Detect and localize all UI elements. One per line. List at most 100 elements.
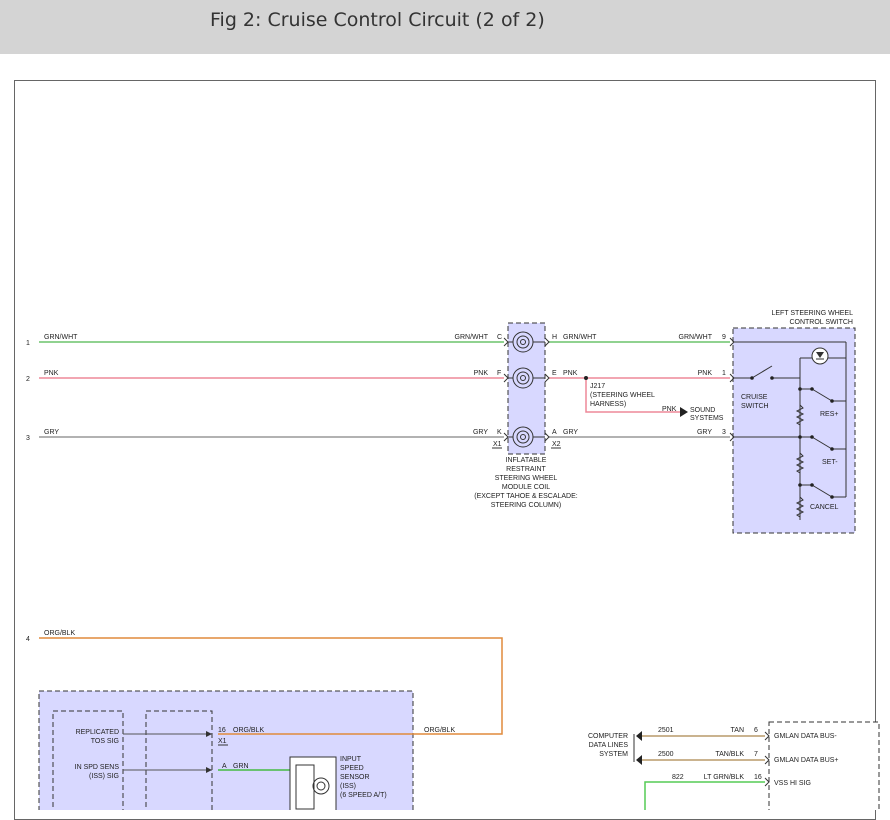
switch-cancel-label: CANCEL [810, 504, 839, 511]
wire-label-3-coil-out: GRY [563, 429, 578, 436]
sound-systems-line-1: SOUND [690, 407, 715, 414]
sensor-label-line-4: (ISS) [340, 783, 356, 790]
bus-signal-1: GMLAN DATA BUS- [774, 733, 837, 740]
figure-title: Fig 2: Cruise Control Circuit (2 of 2) [210, 9, 545, 31]
module-sig1-line-2: TOS SIG [91, 738, 119, 745]
bus-wire-label-2: TAN/BLK [715, 751, 744, 758]
coil-label-line-4: MODULE COIL [502, 484, 550, 491]
coil-connector-x1: X1 [493, 441, 502, 448]
wire-label-1-sw: GRN/WHT [679, 334, 713, 341]
coil-label-line-5: (EXCEPT TAHOE & ESCALADE: [474, 493, 578, 500]
bus-signal-3: VSS HI SIG [774, 780, 811, 787]
bus-ckt-2: 2500 [658, 751, 674, 758]
module-pin-a-wire: GRN [233, 763, 249, 770]
wire-label-2-left: PNK [44, 370, 59, 377]
bus-wire-ltgrn [644, 781, 765, 810]
module-sig2-line-2: (ISS) SIG [89, 773, 119, 780]
bus-system-line-3: SYSTEM [599, 751, 628, 758]
module-conn-x1: X1 [218, 738, 227, 745]
sound-arrow-icon [680, 407, 688, 417]
bus-system-line-2: DATA LINES [589, 742, 629, 749]
bus-ckt-3: 822 [672, 774, 684, 781]
bus-pin-2: 7 [754, 751, 758, 758]
circuit-num-1: 1 [26, 340, 30, 347]
wire-label-3-sw: GRY [697, 429, 712, 436]
bus-signal-2: GMLAN DATA BUS+ [774, 757, 839, 764]
wire-label-1-coil-out: GRN/WHT [563, 334, 597, 341]
pin-x2-1: H [552, 334, 557, 341]
bus-arrow-2-icon [636, 755, 642, 765]
splice-branch-wire: PNK [662, 406, 677, 413]
pin-x1-2: F [497, 370, 501, 377]
cruise-switch-line-1: CRUISE [741, 394, 768, 401]
sensor-label-line-2: SPEED [340, 765, 364, 772]
wire-label-3-left: GRY [44, 429, 59, 436]
module-sig2-line-1: IN SPD SENS [75, 764, 120, 771]
coil-label-line-3: STEERING WHEEL [495, 475, 558, 482]
header-bar: Fig 2: Cruise Control Circuit (2 of 2) [0, 0, 890, 54]
switch-res-label: RES+ [820, 411, 838, 418]
pin-x1-1: C [497, 334, 502, 341]
coil-label-line-6: STEERING COLUMN) [491, 502, 561, 509]
speed-sensor-icon [289, 756, 337, 810]
bus-pin-1: 6 [754, 727, 758, 734]
switch-title-line-1: LEFT STEERING WHEEL [771, 310, 853, 317]
pin-sw-1: 9 [722, 334, 726, 341]
splice-label-line-2: (STEERING WHEEL [590, 392, 655, 399]
module-pin-16-wire: ORG/BLK [233, 727, 264, 734]
wire-label-1-left: GRN/WHT [44, 334, 78, 341]
pin-x1-3: K [497, 429, 502, 436]
bus-wire-label-1: TAN [731, 727, 744, 734]
module-inner-box-1 [52, 710, 124, 810]
module-pin-16: 16 [218, 727, 226, 734]
wire-label-2-coil-out: PNK [563, 370, 578, 377]
coil-label-line-1: INFLATABLE [506, 457, 547, 464]
module-sig1-line-1: REPLICATED [76, 729, 119, 736]
splice-label: J217 (STEERING WHEEL HARNESS) [590, 383, 655, 408]
sig-arrow-1-icon [206, 731, 212, 737]
coil-label: INFLATABLE RESTRAINT STEERING WHEEL MODU… [474, 457, 578, 509]
circuit-num-2: 2 [26, 376, 30, 383]
module-out-wire: ORG/BLK [424, 727, 455, 734]
splice-label-line-1: J217 [590, 383, 605, 390]
module-inner-box-2 [145, 710, 213, 810]
sensor-label-line-3: SENSOR [340, 774, 370, 781]
pin-x2-3: A [552, 429, 557, 436]
coil-label-line-2: RESTRAINT [506, 466, 546, 473]
sensor-label-line-5: (6 SPEED A/T) [340, 792, 387, 799]
splice-dot [584, 376, 588, 380]
sensor-label: INPUT SPEED SENSOR (ISS) (6 SPEED A/T) [340, 756, 387, 799]
bus-wire-label-3: LT GRN/BLK [704, 774, 745, 781]
circuit-num-3: 3 [26, 435, 30, 442]
wire-label-3-coil-in: GRY [473, 429, 488, 436]
bus-ckt-1: 2501 [658, 727, 674, 734]
bus-contacts [764, 731, 770, 787]
pin-sw-2: 1 [722, 370, 726, 377]
pin-sw-3: 3 [722, 429, 726, 436]
wire-2-branch [585, 378, 680, 413]
splice-label-line-3: HARNESS) [590, 401, 626, 408]
sound-systems-line-2: SYSTEMS [690, 415, 724, 422]
bus-pin-3: 16 [754, 774, 762, 781]
coil-contacts [503, 337, 550, 442]
bus-arrow-1-icon [636, 731, 642, 741]
coil-connector-x2: X2 [552, 441, 561, 448]
wire-label-2-sw: PNK [698, 370, 713, 377]
wire-4 [39, 637, 503, 735]
switch-box [732, 327, 856, 534]
lamp-icon [811, 347, 829, 365]
module-pin-a: A [222, 763, 227, 770]
wire-label-2-coil-in: PNK [474, 370, 489, 377]
data-bus-box [768, 721, 880, 810]
wire-label-1-coil-in: GRN/WHT [455, 334, 489, 341]
switch-title-line-2: CONTROL SWITCH [789, 319, 853, 326]
wire-label-4-left: ORG/BLK [44, 630, 75, 637]
circuit-num-4: 4 [26, 636, 30, 643]
bus-system-line-1: COMPUTER [588, 733, 628, 740]
switch-contact-dots [750, 376, 834, 499]
cruise-switch-line-2: SWITCH [741, 403, 769, 410]
sig-arrow-2-icon [206, 767, 212, 773]
sensor-label-line-1: INPUT [340, 756, 362, 763]
switch-set-label: SET- [822, 459, 838, 466]
